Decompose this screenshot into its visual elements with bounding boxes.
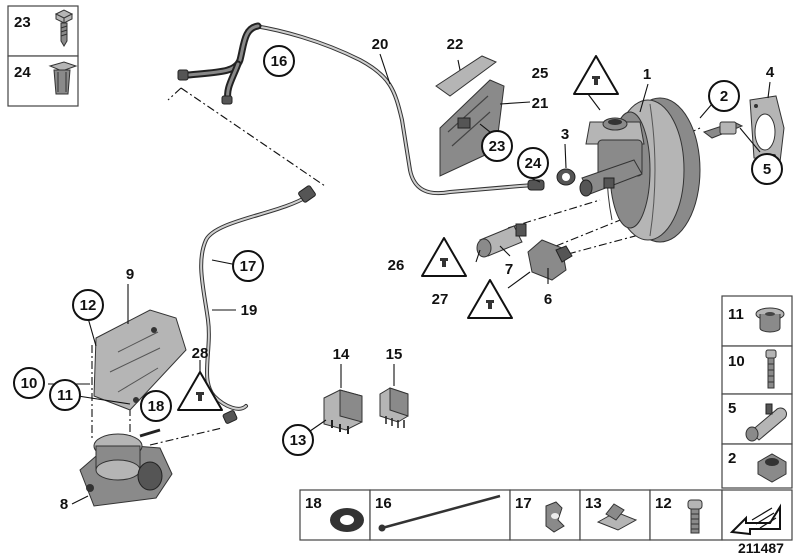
legend-label-17: 17 [515,495,532,512]
cable-tie-16-image [378,494,501,532]
callout-16: 16 [263,45,295,77]
legend-label-16: 16 [375,495,392,512]
callout-label-14: 14 [333,346,350,363]
cover-22 [435,55,497,97]
callout-label-27: 27 [432,291,449,308]
callout-12: 12 [72,289,104,321]
bracket-9 [93,309,187,411]
vacuum-pump-8 [79,428,173,507]
grommet-18-image [330,508,364,532]
gasket-4 [749,95,785,163]
callout-label-19: 19 [241,302,258,319]
callout-24: 24 [517,147,549,179]
callout-label-5: 5 [763,161,771,178]
callout-label-2: 2 [720,88,728,105]
legend-bottom: 18 16 17 13 12 [299,489,793,541]
warning-triangle-27 [467,279,513,319]
callout-label-25: 25 [532,65,549,82]
callout-label-17: 17 [240,258,257,275]
legend-top-left: 23 24 [7,5,79,107]
callout-label-10: 10 [21,375,38,392]
callout-label-15: 15 [386,346,403,363]
callout-label-13: 13 [290,432,307,449]
master-cylinder [579,159,643,197]
legend-label-18: 18 [305,495,322,512]
seal-3 [556,168,576,186]
warning-triangle-25 [573,55,619,95]
callout-label-23: 23 [489,138,506,155]
callout-18: 18 [140,390,172,422]
callout-label-4: 4 [766,64,775,81]
legend-label-12: 12 [655,495,672,512]
reference-number: 211487 [738,540,784,556]
callout-17: 17 [232,250,264,282]
screw-12-image [687,499,703,534]
leader-lines [48,53,771,505]
legend-label-5: 5 [728,400,736,417]
legend-box-12 [649,489,723,541]
legend-label-23: 23 [14,14,31,31]
legend-box-10 [721,345,793,395]
callout-10: 10 [13,367,45,399]
clip-17-image [545,501,565,533]
vacuum-line-19 [199,185,316,424]
vacuum-pipe-20 [253,24,545,196]
warning-triangle-26 [421,237,467,277]
screw-23-image [54,9,74,47]
legend-label-2: 2 [728,450,736,467]
brake-booster [579,97,744,243]
relay-15 [379,387,409,428]
callout-5: 5 [751,153,783,185]
callout-label-12: 12 [80,297,97,314]
callout-2: 2 [708,80,740,112]
callout-label-3: 3 [561,126,569,143]
nut-13-image [596,503,638,531]
callout-label-1: 1 [643,66,651,83]
sensor-7 [476,223,527,258]
legend-label-11: 11 [728,306,744,323]
callout-label-28: 28 [192,345,209,362]
hose-16 [177,22,262,105]
callout-label-20: 20 [372,36,389,53]
bolt-10-image [765,349,777,389]
clip-24-image [48,61,78,95]
callout-label-22: 22 [447,36,464,53]
callout-label-26: 26 [388,257,405,274]
callout-label-11: 11 [57,387,73,404]
booster-mounting-bracket [702,121,744,139]
callout-23: 23 [481,130,513,162]
callout-label-16: 16 [271,53,288,70]
legend-label-24: 24 [14,64,31,81]
legend-right: 11 10 5 2 [721,295,793,489]
connector-5-image [745,403,787,442]
callout-label-21: 21 [532,95,549,112]
callout-label-9: 9 [126,266,134,283]
grommet-11-image [755,307,785,333]
switch-6 [527,239,573,281]
relay-14 [323,389,363,434]
legend-label-10: 10 [728,353,745,370]
callout-label-24: 24 [525,155,542,172]
nut-2-image [757,453,787,483]
legend-box-17 [509,489,581,541]
callout-label-18: 18 [148,398,165,415]
direction-arrow-icon [729,503,781,536]
warning-triangle-28 [177,371,223,411]
callout-label-6: 6 [544,291,552,308]
callout-label-7: 7 [505,261,513,278]
legend-label-13: 13 [585,495,602,512]
callout-label-8: 8 [60,496,68,513]
callout-13: 13 [282,424,314,456]
callout-11: 11 [49,379,81,411]
